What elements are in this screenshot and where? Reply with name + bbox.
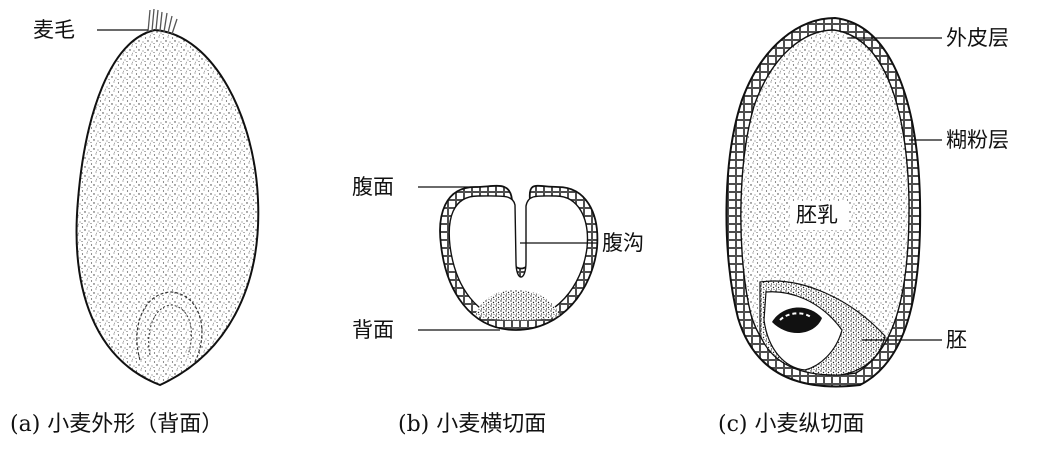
grain-exterior xyxy=(77,9,259,385)
label-awn: 麦毛 xyxy=(33,20,75,41)
grain-cross-section xyxy=(418,186,598,330)
label-pericarp: 外皮层 xyxy=(946,28,1009,49)
caption-b: (b) 小麦横切面 xyxy=(398,414,546,436)
label-dorsal: 背面 xyxy=(352,320,394,341)
label-embryo: 胚 xyxy=(946,330,967,351)
label-crease: 腹沟 xyxy=(602,233,644,254)
label-endosperm: 胚乳 xyxy=(796,205,838,226)
caption-c: (c) 小麦纵切面 xyxy=(718,414,864,436)
grain-a-outline xyxy=(77,30,259,385)
label-aleurone: 糊粉层 xyxy=(946,130,1009,151)
caption-a: (a) 小麦外形（背面） xyxy=(10,414,223,436)
label-ventral: 腹面 xyxy=(352,177,394,198)
